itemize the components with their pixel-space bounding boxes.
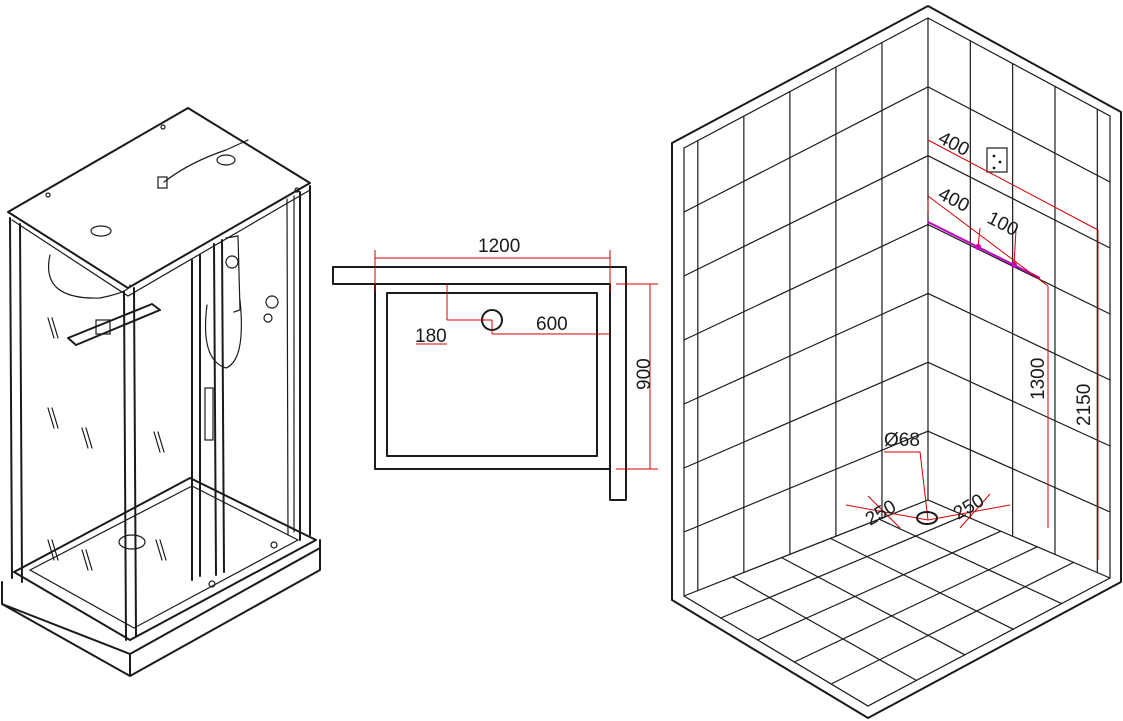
dim-inlet-height-label: 1300 xyxy=(1028,358,1049,400)
wall-dimension-lines xyxy=(927,139,1099,560)
tile-joint xyxy=(793,546,1038,663)
room-installation-view: 400 400 100 1300 2150 Ø68 250 250 xyxy=(671,5,1122,719)
shower-hose xyxy=(204,299,242,369)
tile-joint xyxy=(927,86,1111,183)
tile-joint xyxy=(756,530,1002,641)
shower-rail xyxy=(225,235,241,313)
roof-screw xyxy=(294,187,300,193)
rain-shower-head xyxy=(216,154,236,166)
roof-screw xyxy=(160,124,166,130)
tray-foot xyxy=(270,541,278,549)
tray-drain xyxy=(118,534,146,550)
side-hose xyxy=(48,254,131,299)
inlet-box xyxy=(986,147,1008,173)
dim-depth-label: 900 xyxy=(634,358,655,390)
dim-width-label: 1200 xyxy=(478,236,520,257)
dim-depth-line xyxy=(616,283,658,470)
tile-joint xyxy=(927,292,1111,381)
diverter-knob xyxy=(263,313,273,323)
cabin-frame-left xyxy=(9,217,23,583)
shower-tray-inner xyxy=(28,485,300,629)
tile-joint xyxy=(927,223,1111,315)
dim-drain-diameter-label: Ø68 xyxy=(884,430,920,451)
roof-connector xyxy=(157,176,168,189)
hand-shower-head xyxy=(225,255,239,269)
roof-screw xyxy=(45,192,51,198)
tile-joint xyxy=(732,576,918,682)
floor-drain xyxy=(916,511,938,525)
glass-panel-edge xyxy=(286,195,295,536)
shelf-item xyxy=(95,319,111,335)
dim-drain-back-label: 180 xyxy=(415,326,447,347)
tile-joint xyxy=(683,155,929,277)
roof-pipe xyxy=(163,139,249,183)
tile-joint xyxy=(829,537,1014,630)
room-outline xyxy=(671,5,1122,719)
cabin-frame-front xyxy=(123,287,137,641)
dim-drain-side-line xyxy=(491,320,610,335)
dim-box-height-label: 2150 xyxy=(1074,384,1095,426)
floor-dimension-lines xyxy=(845,451,1011,529)
dim-drain-side-label: 600 xyxy=(536,314,568,335)
door-handle xyxy=(204,387,214,441)
tile-joint xyxy=(878,518,1063,605)
roof-light-fitting xyxy=(90,225,112,237)
plan-tray-outer xyxy=(374,283,611,470)
tile-joint xyxy=(927,361,1111,447)
cabin-frame-right xyxy=(299,185,311,541)
glass-shelf xyxy=(67,303,161,346)
cabin-roof-edge xyxy=(11,189,311,297)
dim-width-line xyxy=(374,250,611,292)
tile-joint xyxy=(830,561,1075,685)
plan-wall-back xyxy=(332,266,627,501)
cabin-door-frame xyxy=(191,239,225,581)
dim-drain-back-line xyxy=(416,284,492,345)
water-pipe xyxy=(927,221,1041,279)
shower-cabin-perspective xyxy=(1,107,321,677)
tile-joint xyxy=(927,155,1111,249)
tile-joint xyxy=(720,514,966,619)
dim-inlet-width-label: 400 xyxy=(935,128,973,161)
tile-grid xyxy=(683,40,1111,685)
cabin-roof xyxy=(7,107,311,289)
cabin-base xyxy=(1,539,321,677)
shower-plan-view: 1200 900 180 600 xyxy=(332,236,658,501)
tile-joint xyxy=(927,430,1111,513)
plan-tray-inner xyxy=(386,292,598,457)
dim-inlet-lower-label: 400 xyxy=(935,184,973,217)
dim-drain-left-label: 250 xyxy=(862,496,900,530)
tile-joint xyxy=(683,223,929,341)
tile-joint xyxy=(683,86,929,213)
tile-joint xyxy=(683,361,929,469)
mixer-tap xyxy=(265,295,279,309)
shower-tray xyxy=(13,477,317,641)
tray-foot xyxy=(208,580,216,588)
tile-joint xyxy=(683,430,929,533)
tile-joint xyxy=(780,556,966,656)
tile-joint xyxy=(683,292,929,405)
floor-edge xyxy=(683,499,1111,597)
glass-reflection-marks xyxy=(47,317,167,571)
